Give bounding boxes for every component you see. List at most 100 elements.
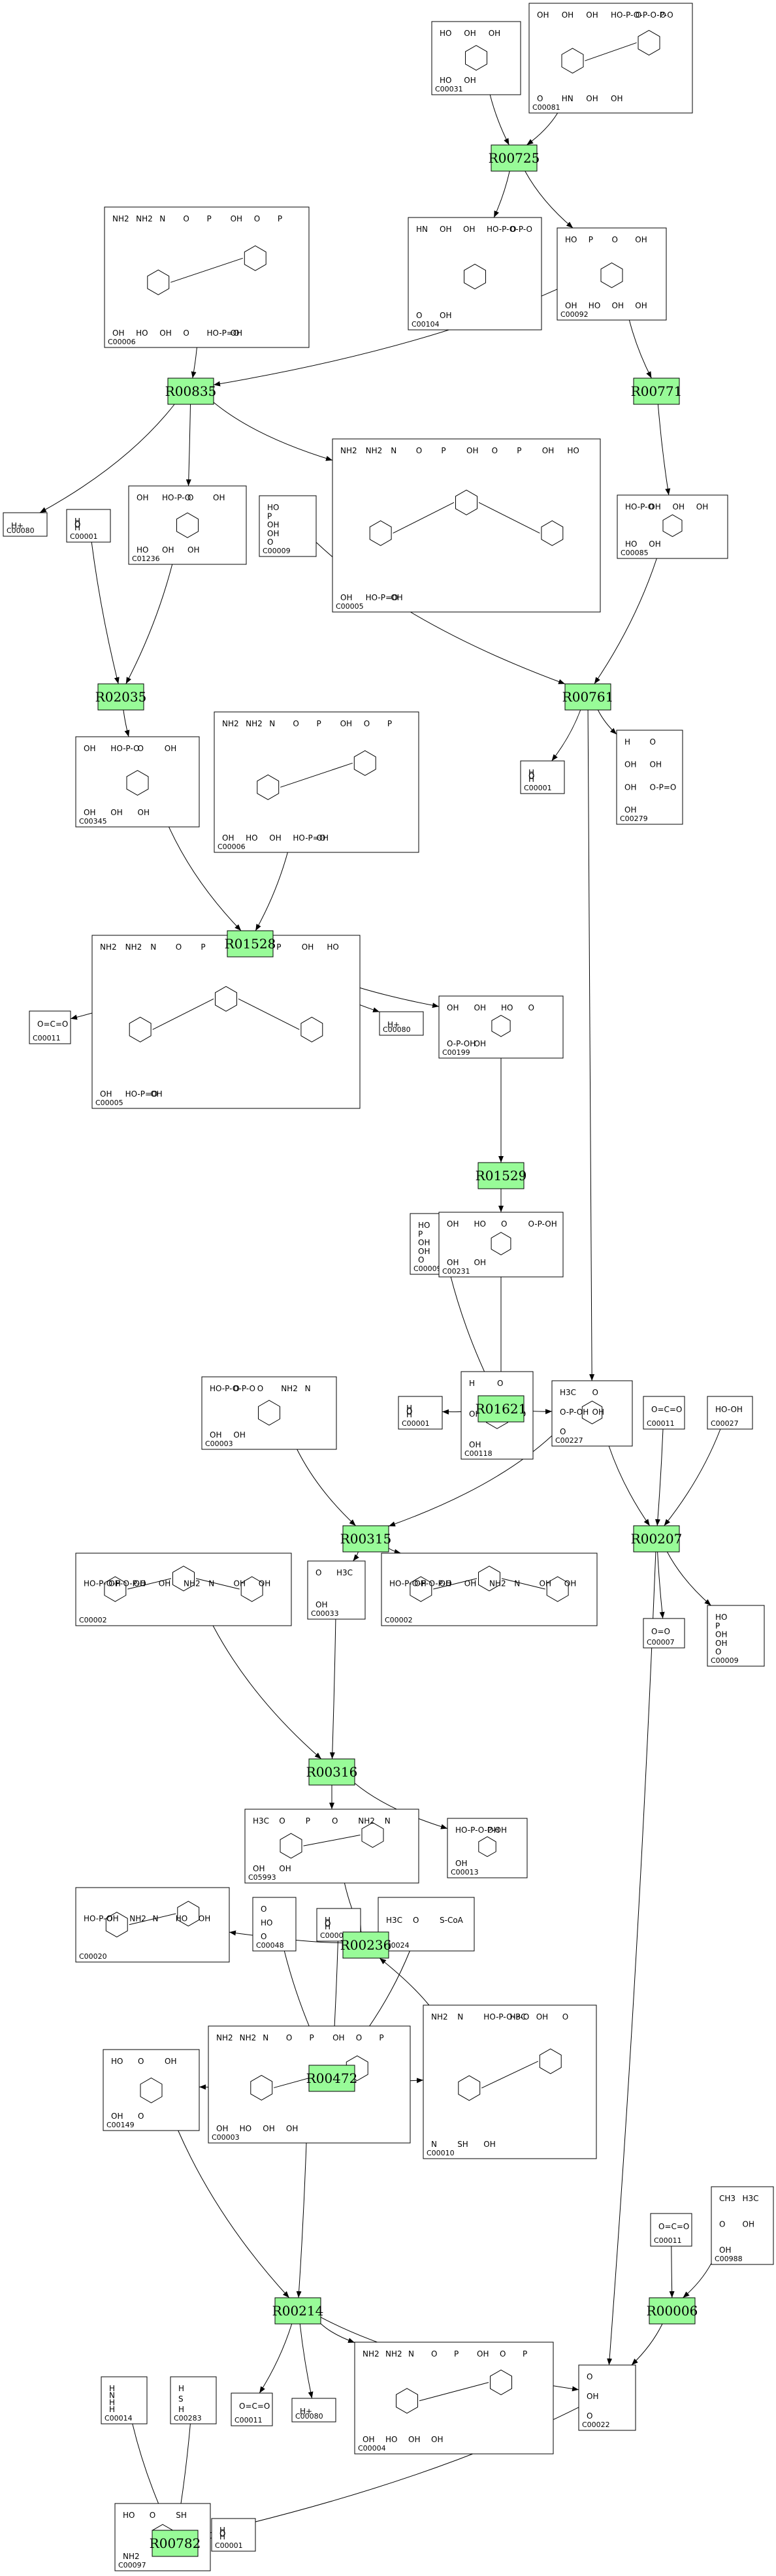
reaction-node[interactable]: R00316 (306, 1758, 358, 1786)
pathway-edge (299, 2323, 314, 2399)
reaction-node[interactable]: R02035 (95, 683, 147, 711)
atom-label: OH (592, 1408, 604, 1417)
atom-label: S-CoA (440, 1916, 464, 1925)
pathway-edge (657, 1551, 665, 1619)
compound-id-label: C00010 (427, 2149, 455, 2157)
atom-label: H3C (253, 1816, 269, 1826)
atom-label: HO (267, 503, 279, 512)
atom-label: NH2 (129, 1914, 146, 1924)
compound-id-label: C05993 (248, 1873, 276, 1882)
compound-node[interactable]: H+C00080 (3, 512, 48, 537)
atom-label: OH (165, 2057, 176, 2066)
atom-label: O (660, 10, 666, 20)
atom-label: OH (611, 94, 622, 103)
reaction-node[interactable]: R01528 (225, 930, 276, 958)
ring-bond (105, 1912, 128, 1938)
reaction-node[interactable]: R00472 (306, 2065, 358, 2092)
reaction-node[interactable]: R00315 (340, 1525, 392, 1553)
atom-label: NH2 (222, 719, 239, 728)
atom-label: HO (136, 329, 148, 338)
reaction-node[interactable]: R00835 (165, 378, 217, 405)
reaction-node[interactable]: R00207 (631, 1525, 683, 1553)
pathway-edge (388, 1435, 553, 1527)
atom-label: HO (440, 76, 451, 85)
ring-bond (539, 2048, 562, 2074)
compound-box (291, 2398, 336, 2423)
reaction-node[interactable]: R00214 (272, 2297, 324, 2325)
reaction-node[interactable]: R00236 (340, 1931, 392, 1959)
atom-label: N (305, 1384, 311, 1393)
reaction-node[interactable]: R00771 (631, 378, 683, 405)
pathway-edge (597, 709, 617, 735)
atom-label: P (306, 1816, 310, 1826)
pathway-edge (526, 112, 558, 146)
reaction-node[interactable]: R01529 (476, 1162, 527, 1189)
ring-bond (258, 1400, 280, 1426)
atom-label: OH (231, 214, 242, 223)
atom-label: H (624, 737, 630, 747)
chain-bond (419, 2382, 489, 2402)
atom-label: OH (440, 311, 451, 320)
atom-label: OH (159, 329, 171, 338)
compound-id-label: C00118 (464, 1449, 493, 1458)
reaction-node[interactable]: R00761 (562, 683, 614, 711)
reaction-node[interactable]: R00006 (647, 2297, 698, 2325)
atom-label: OH (269, 833, 281, 843)
atom-label: SH (457, 2140, 468, 2149)
compound-id-label: C00009 (711, 1656, 739, 1665)
reaction-node[interactable]: R01621 (476, 1395, 527, 1423)
compound-node[interactable]: H+C00080 (379, 1011, 424, 1036)
reaction-node[interactable]: R00725 (489, 144, 540, 172)
compound-node[interactable]: H+C00080 (291, 2398, 336, 2423)
atom-label: H (406, 1410, 412, 1419)
compound-box (231, 2392, 273, 2426)
reaction-node[interactable]: R00782 (150, 2530, 201, 2557)
atom-label: P (589, 235, 593, 244)
compound-id-label: C00001 (320, 1931, 348, 1940)
